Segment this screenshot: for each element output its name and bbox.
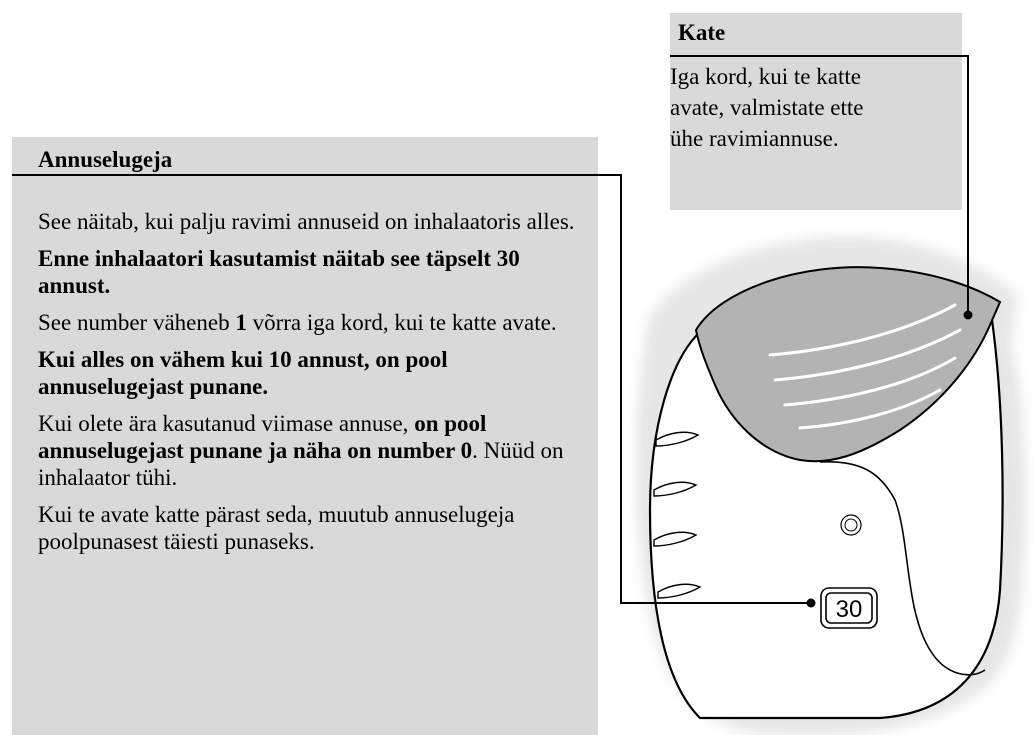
device-button-icon [841, 515, 861, 535]
counter-leader-dot [807, 599, 816, 608]
dose-counter-window: 30 [821, 588, 877, 628]
cover-leader-dot [964, 311, 973, 320]
dose-counter-display: 30 [836, 596, 863, 623]
